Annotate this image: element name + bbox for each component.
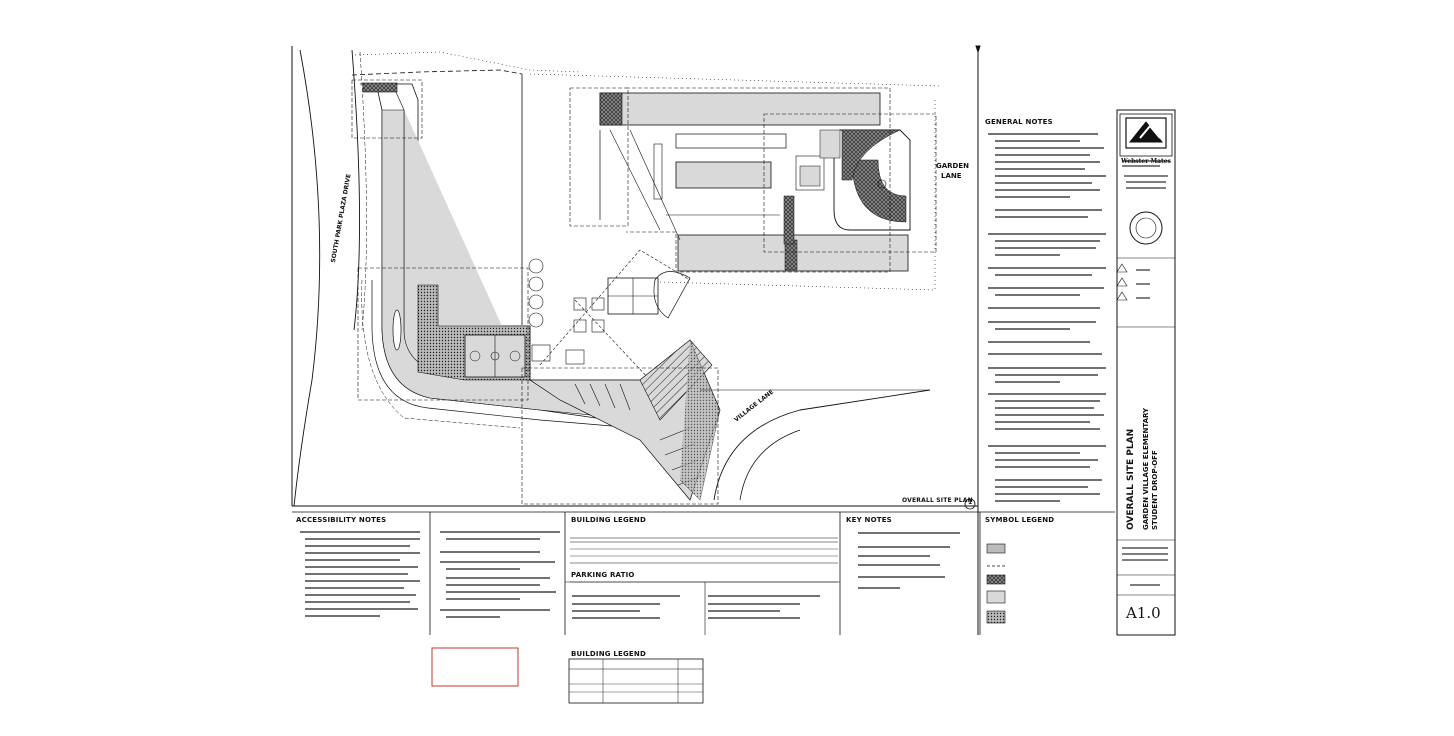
garden-lane-label-1: GARDEN — [936, 162, 970, 170]
lower-tables — [431, 647, 704, 704]
sheet-frame — [291, 45, 1115, 635]
general-notes-heading: GENERAL NOTES — [985, 118, 1053, 126]
parking-ratio-heading: PARKING RATIO — [571, 571, 635, 579]
sheet-title: OVERALL SITE PLAN — [1126, 428, 1136, 530]
building-legend-heading-2: BUILDING LEGEND — [571, 650, 646, 658]
building-legend-table — [570, 537, 838, 583]
detail-number: 1 — [968, 499, 973, 506]
detail-title: OVERALL SITE PLAN — [902, 497, 973, 504]
site-plan-drawing — [293, 49, 976, 510]
title-block — [1116, 109, 1176, 636]
garden-lane-label-2: LANE — [941, 172, 962, 180]
project-subtitle: STUDENT DROP-OFF — [1151, 450, 1159, 530]
firm-name: Webster Mates — [1121, 158, 1171, 165]
symbol-legend-heading: SYMBOL LEGEND — [985, 516, 1055, 524]
key-notes-heading: KEY NOTES — [846, 516, 892, 524]
project-name: GARDEN VILLAGE ELEMENTARY — [1142, 407, 1150, 530]
symbol-legend-swatches — [986, 543, 1006, 624]
sheet-number: A1.0 — [1126, 604, 1161, 622]
accessibility-notes-heading: ACCESSIBILITY NOTES — [296, 516, 387, 524]
notes-fine-print — [300, 133, 1106, 619]
building-legend-heading: BUILDING LEGEND — [571, 516, 646, 524]
